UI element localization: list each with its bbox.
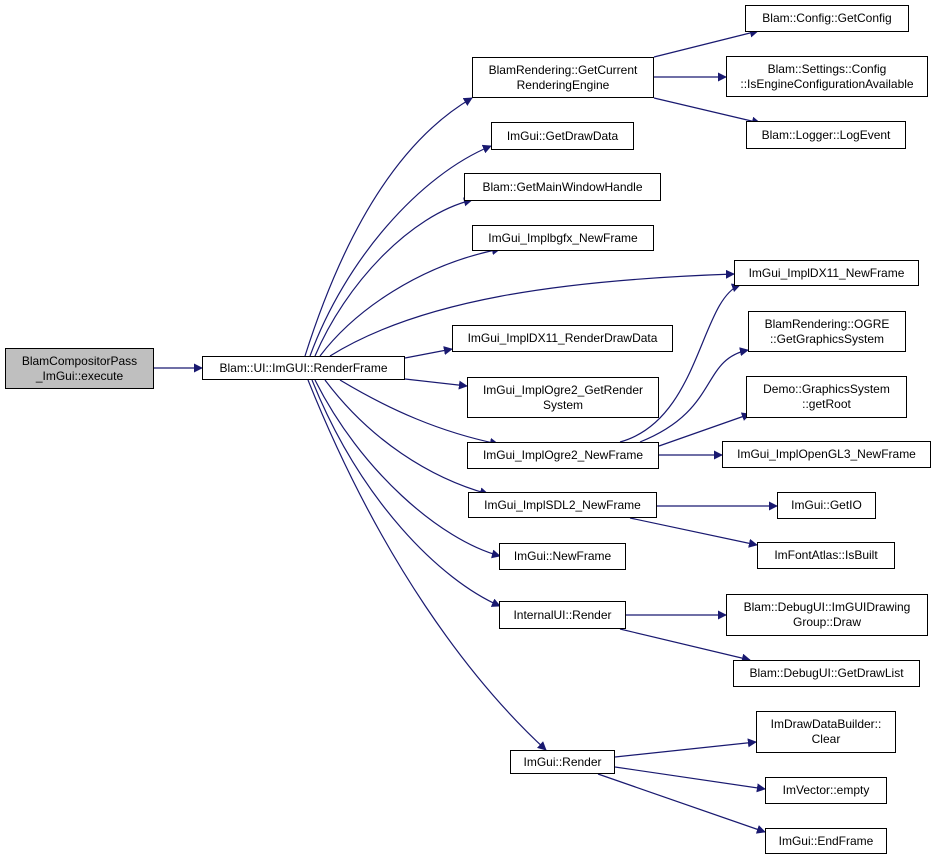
node-get-main-window-handle[interactable]: Blam::GetMainWindowHandle	[464, 173, 661, 201]
edge-render-frame-to-internal-ui-render	[311, 379, 501, 607]
node-render-frame[interactable]: Blam::UI::ImGUI::RenderFrame	[202, 356, 405, 380]
node-get-current-rendering-engine[interactable]: BlamRendering::GetCurrent RenderingEngin…	[472, 57, 654, 98]
edge-get-current-rendering-engine-to-log-event	[653, 97, 761, 126]
edge-impl-sdl2-new-frame-to-font-atlas-is-built	[629, 517, 758, 548]
edge-render-frame-to-get-main-window-handle	[314, 197, 473, 357]
edge-render-frame-to-impl-dx11-render-draw-data	[404, 346, 453, 359]
node-impl-opengl3-new-frame[interactable]: ImGui_ImplOpenGL3_NewFrame	[722, 441, 931, 468]
edge-render-frame-to-impl-ogre2-get-render-system	[404, 378, 468, 390]
edge-render-frame-to-impl-sdl2-new-frame	[324, 379, 489, 497]
node-imvector-empty[interactable]: ImVector::empty	[765, 777, 887, 804]
node-font-atlas-is-built[interactable]: ImFontAtlas::IsBuilt	[757, 542, 895, 569]
node-blam-compositor-pass-execute: BlamCompositorPass _ImGui::execute	[5, 348, 154, 389]
node-ogre-get-graphics-system[interactable]: BlamRendering::OGRE ::GetGraphicsSystem	[748, 311, 906, 352]
node-draw-data-builder-clear[interactable]: ImDrawDataBuilder:: Clear	[756, 711, 896, 753]
node-impl-sdl2-new-frame[interactable]: ImGui_ImplSDL2_NewFrame	[468, 492, 657, 518]
edge-imgui-render-to-imvector-empty	[614, 766, 766, 793]
node-internal-ui-render[interactable]: InternalUI::Render	[499, 601, 626, 629]
node-get-draw-data[interactable]: ImGui::GetDrawData	[491, 122, 634, 150]
node-is-engine-configuration-available[interactable]: Blam::Settings::Config ::IsEngineConfigu…	[726, 56, 928, 97]
node-get-io[interactable]: ImGui::GetIO	[777, 492, 876, 519]
node-graphics-system-get-root[interactable]: Demo::GraphicsSystem ::getRoot	[746, 376, 907, 418]
node-impl-bgfx-new-frame[interactable]: ImGui_Implbgfx_NewFrame	[472, 225, 654, 251]
edge-impl-ogre2-new-frame-to-impl-dx11-new-frame	[619, 283, 741, 443]
node-get-draw-list[interactable]: Blam::DebugUI::GetDrawList	[733, 660, 920, 687]
node-log-event[interactable]: Blam::Logger::LogEvent	[746, 121, 906, 149]
edge-render-frame-to-get-current-rendering-engine	[304, 97, 473, 357]
node-impl-ogre2-get-render-system[interactable]: ImGui_ImplOgre2_GetRender System	[467, 377, 659, 418]
edge-get-current-rendering-engine-to-get-config	[653, 28, 759, 58]
node-impl-dx11-render-draw-data[interactable]: ImGui_ImplDX11_RenderDrawData	[452, 325, 673, 352]
node-get-config[interactable]: Blam::Config::GetConfig	[745, 5, 909, 32]
edge-render-frame-to-imgui-new-frame	[314, 379, 501, 559]
node-imgui-new-frame[interactable]: ImGui::NewFrame	[499, 543, 626, 570]
edge-internal-ui-render-to-get-draw-list	[619, 628, 751, 663]
edge-impl-ogre2-new-frame-to-ogre-get-graphics-system	[639, 347, 749, 443]
node-imgui-drawing-group-draw[interactable]: Blam::DebugUI::ImGUIDrawing Group::Draw	[726, 594, 928, 636]
node-impl-dx11-new-frame[interactable]: ImGui_ImplDX11_NewFrame	[734, 260, 919, 286]
node-impl-ogre2-new-frame[interactable]: ImGui_ImplOgre2_NewFrame	[467, 442, 659, 469]
edge-imgui-render-to-draw-data-builder-clear	[614, 738, 757, 758]
node-imgui-end-frame[interactable]: ImGui::EndFrame	[765, 828, 887, 854]
edge-render-frame-to-imgui-render	[307, 379, 547, 751]
node-imgui-render[interactable]: ImGui::Render	[510, 750, 615, 774]
edge-render-frame-to-get-draw-data	[309, 144, 492, 357]
edge-render-frame-to-impl-bgfx-new-frame	[319, 246, 501, 357]
edge-impl-ogre2-new-frame-to-graphics-system-get-root	[658, 412, 751, 447]
edge-imgui-render-to-imgui-end-frame	[597, 773, 766, 834]
edge-render-frame-to-impl-dx11-new-frame	[329, 269, 735, 357]
edge-render-frame-to-impl-ogre2-new-frame	[339, 379, 499, 447]
